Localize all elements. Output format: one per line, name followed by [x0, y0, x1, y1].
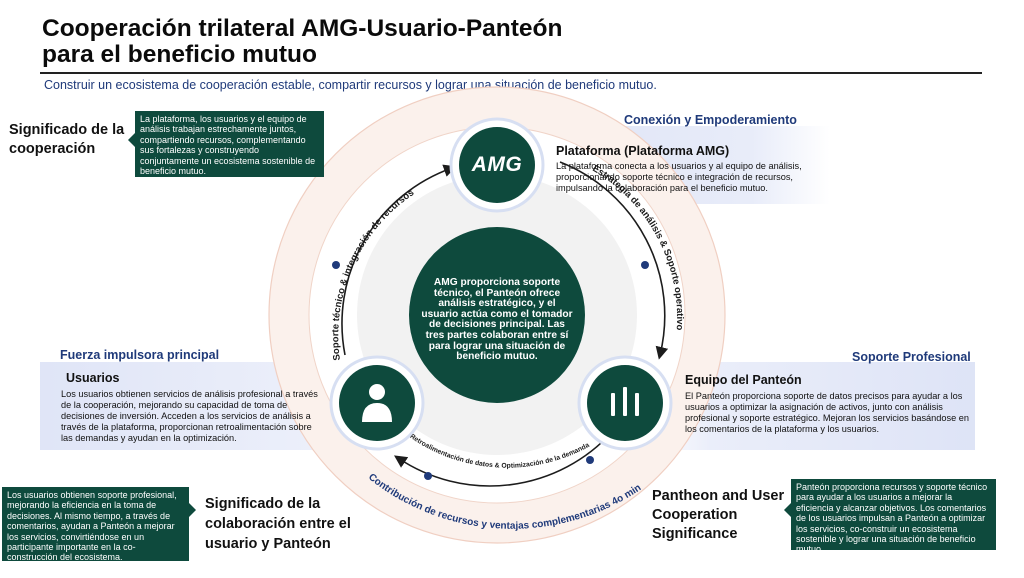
title-divider [40, 72, 982, 74]
users-title: Usuarios [66, 371, 120, 385]
platform-title: Plataforma (Plataforma AMG) [556, 144, 730, 158]
arc-dot [332, 261, 340, 269]
driving-force-label: Fuerza impulsora principal [60, 348, 220, 362]
center-circle [409, 227, 585, 403]
arc-arrow-right [559, 161, 669, 360]
platform-node [459, 127, 535, 203]
platform-text: La plataforma conecta a los usuarios y a… [556, 161, 802, 193]
center-text: AMG proporciona soporte técnico, el Pant… [421, 277, 573, 363]
arc-dot [641, 261, 649, 269]
pantheon-user-meaning-box: Panteón proporciona recursos y soporte t… [791, 479, 996, 554]
arc-dot [424, 472, 432, 480]
page-title: Cooperación trilateral AMG-Usuario-Pante… [42, 16, 662, 68]
professional-support-label: Soporte Profesional [852, 350, 971, 364]
callout-pointer [784, 503, 791, 517]
user-pantheon-meaning-title: Significado de la colaboración entre el … [205, 496, 351, 552]
amg-logo-icon: AMG [471, 153, 523, 176]
arc-arrow-left [341, 164, 457, 356]
pantheon-text: El Panteón proporciona soporte de datos … [685, 391, 969, 434]
title-line-2: para el beneficio mutuo [42, 41, 317, 68]
callout-pointer [189, 503, 196, 517]
pantheon-user-meaning-title: Pantheon and User Cooperation Significan… [652, 488, 785, 542]
pantheon-bars-icon [611, 387, 639, 416]
pantheon-title: Equipo del Panteón [685, 373, 802, 387]
callout-pointer [128, 133, 135, 147]
arc-dot [586, 456, 594, 464]
title-line-1: Cooperación trilateral AMG-Usuario-Pante… [42, 15, 563, 42]
connection-label: Conexión y Empoderamiento [624, 113, 797, 127]
users-text: Los usuarios obtienen servicios de análi… [61, 389, 318, 443]
cooperation-meaning-title: Significado de la cooperación [9, 122, 125, 157]
user-pantheon-meaning-box: Los usuarios obtienen soporte profesiona… [2, 487, 189, 562]
user-icon [362, 384, 392, 422]
cooperation-meaning-box: La plataforma, los usuarios y el equipo … [135, 111, 324, 177]
